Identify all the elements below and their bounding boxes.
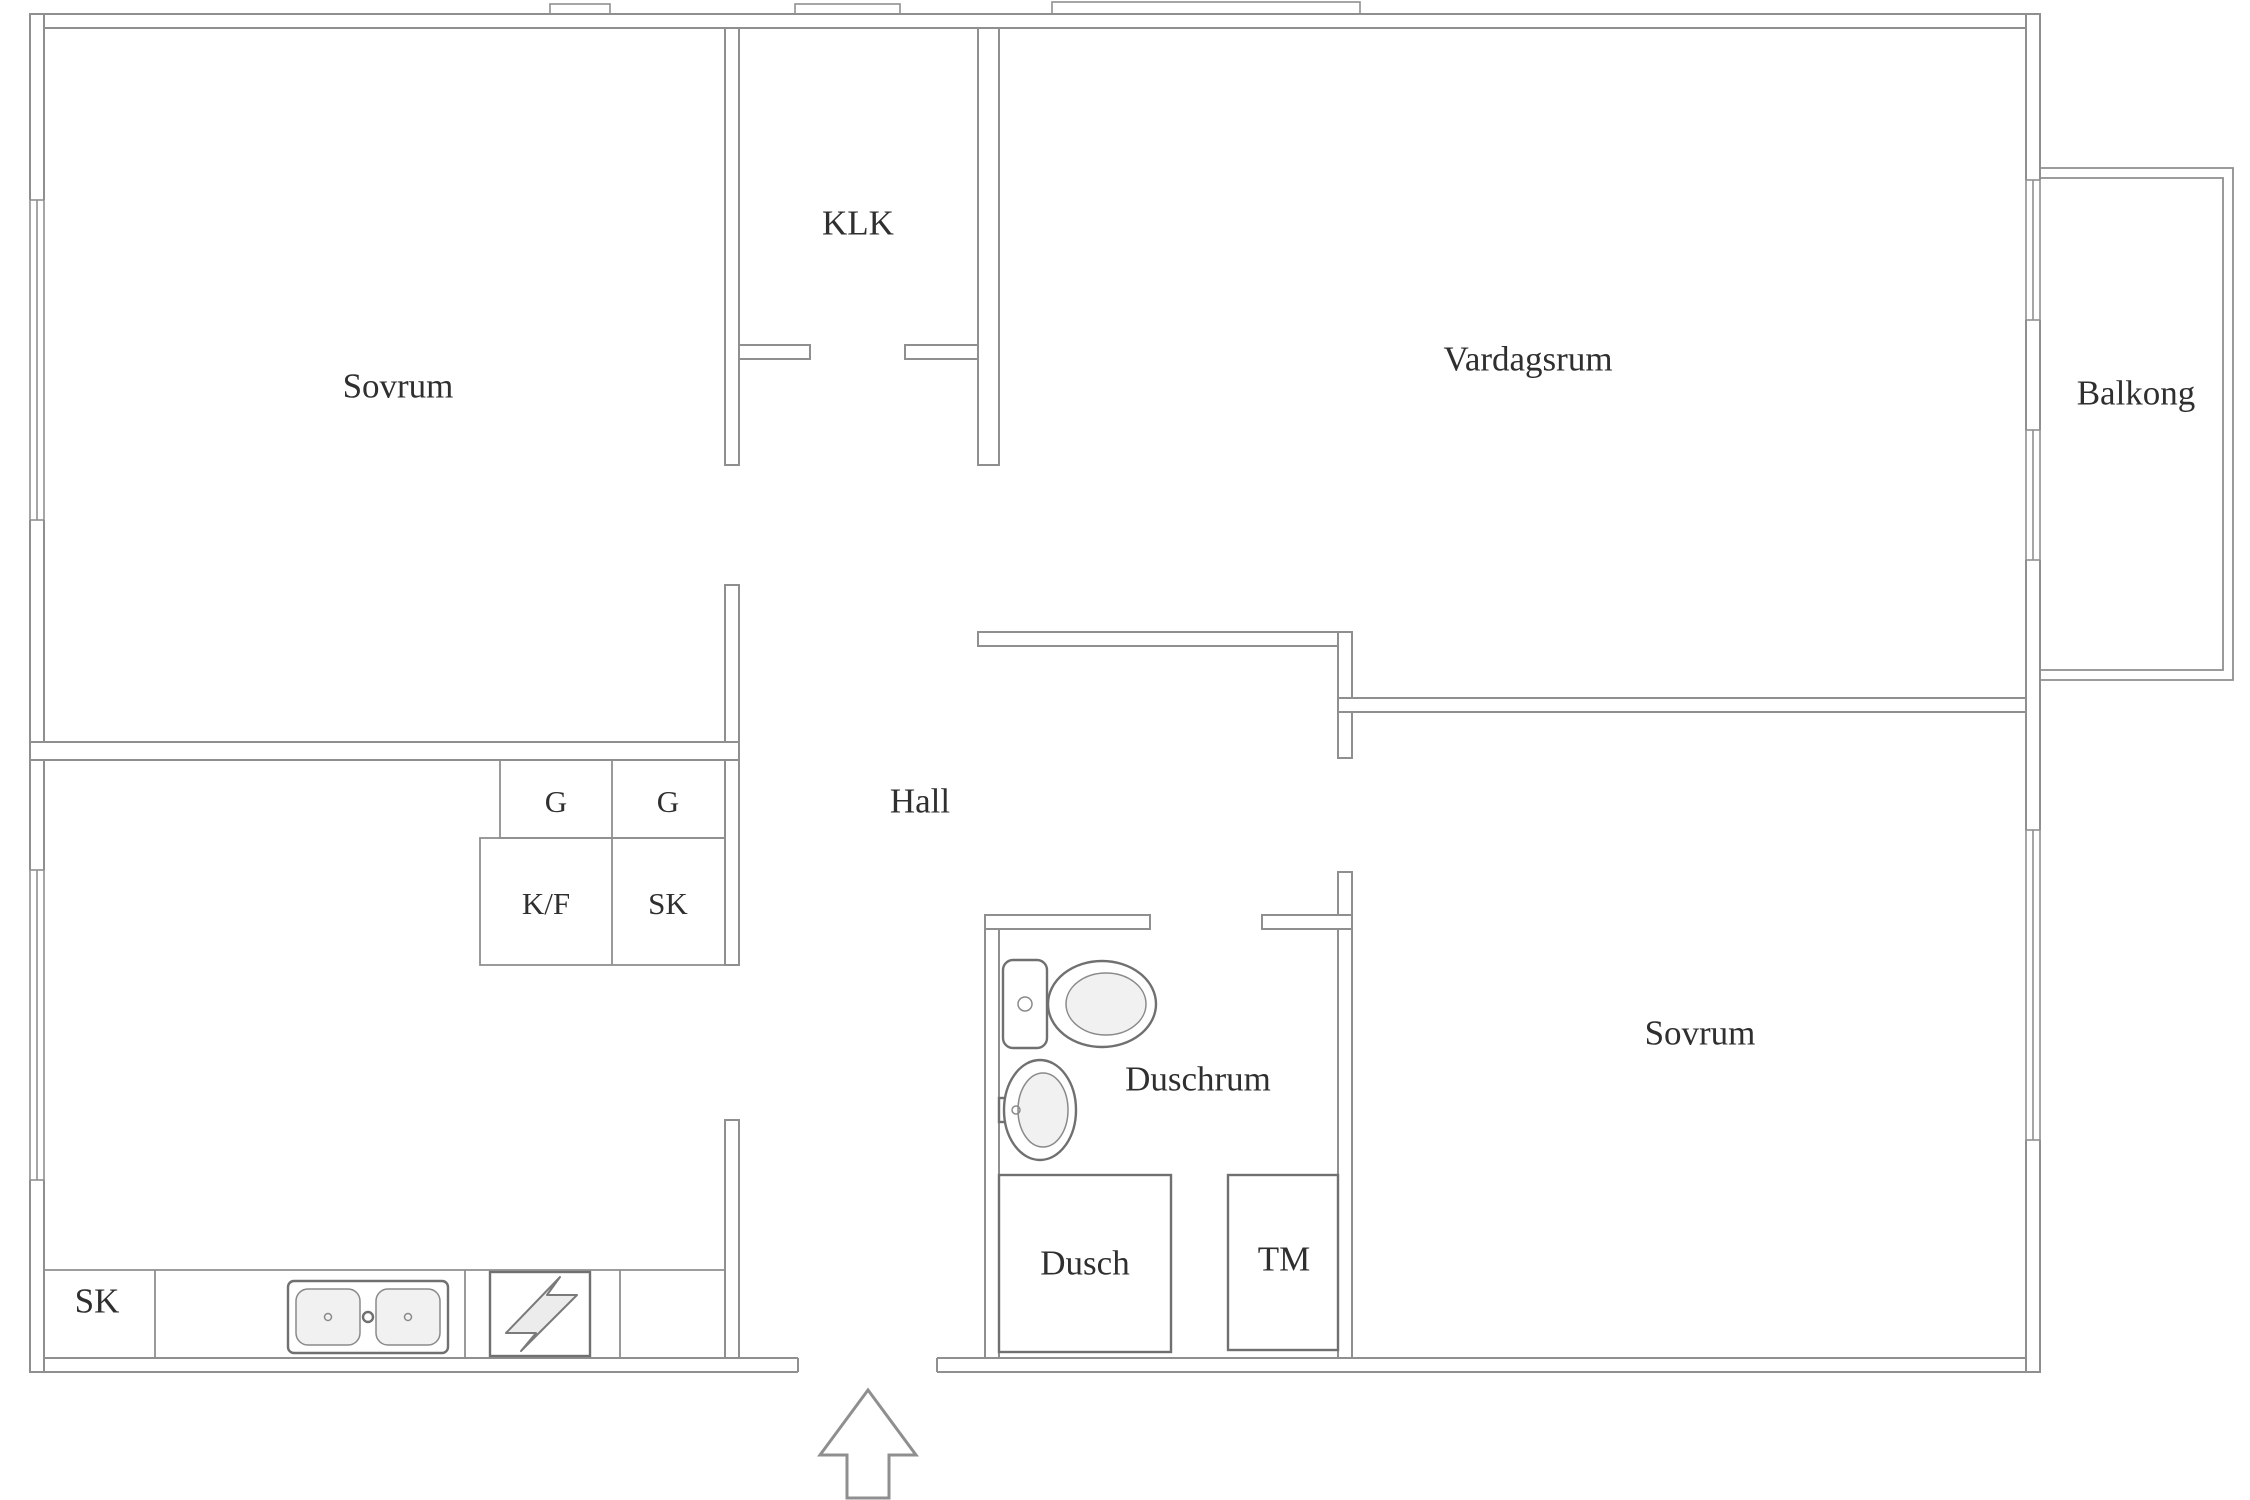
shower-box	[997, 1173, 1173, 1354]
wall-sovrum-bottom	[29, 741, 740, 761]
sink-icon	[997, 1058, 1078, 1162]
closet-label-kf: K/F	[522, 886, 570, 921]
wall-klk-door-jamb-right	[904, 344, 979, 360]
window	[2025, 829, 2041, 1141]
shaft	[1051, 1, 1361, 15]
balcony-door	[2025, 429, 2041, 561]
wall-hall-top	[977, 631, 1353, 647]
wall-klk-left	[724, 27, 740, 466]
closet-label-g1: G	[545, 784, 567, 819]
window	[2025, 179, 2041, 321]
room-label-sovrum-top: Sovrum	[343, 366, 454, 405]
labels: Sovrum KLK Vardagsrum Balkong Hall G G K…	[75, 203, 2196, 1320]
wall-sovrum2-door-stub	[1337, 711, 1353, 759]
wall-duschrum-top-right	[1261, 914, 1353, 930]
balcony-outline	[2040, 167, 2234, 681]
wall-duschrum-top-left	[984, 914, 1151, 930]
windows	[29, 179, 2041, 1181]
room-label-duschrum: Duschrum	[1125, 1059, 1271, 1098]
wall-vardagsrum-bottom	[1337, 697, 2027, 713]
wardrobe-block	[479, 759, 726, 966]
kitchen-sink-icon	[286, 1279, 450, 1355]
wall-hall-left-upper	[724, 584, 740, 966]
room-label-dusch: Dusch	[1040, 1243, 1130, 1282]
wall-bottom	[29, 1357, 2041, 1373]
entry-arrow-icon	[817, 1387, 919, 1500]
shaft	[794, 3, 901, 15]
room-label-sovrum-bottom: Sovrum	[1645, 1013, 1756, 1052]
toilet-icon	[1001, 958, 1158, 1050]
window	[29, 199, 45, 521]
closet-label-g2: G	[657, 784, 679, 819]
interior-walls	[29, 27, 2027, 1359]
wall-hall-left-lower	[724, 1119, 740, 1359]
top-shafts	[549, 1, 1361, 15]
wall-top	[29, 13, 2041, 29]
washing-machine-box	[1226, 1173, 1340, 1352]
room-label-vardagsrum: Vardagsrum	[1443, 339, 1612, 378]
kitchen-counter	[44, 1269, 725, 1358]
room-label-hall: Hall	[890, 781, 951, 820]
wall-duschrum-left	[984, 914, 1000, 1359]
wall-vardagsrum-left	[977, 27, 1000, 466]
stove-lightning-icon	[488, 1270, 592, 1358]
room-label-tm: TM	[1258, 1239, 1311, 1278]
wall-klk-door-jamb-left	[738, 344, 811, 360]
window	[29, 869, 45, 1181]
room-label-klk: KLK	[822, 203, 894, 242]
closet-label-sk-upper: SK	[648, 886, 688, 921]
shaft	[549, 3, 611, 15]
room-label-balkong: Balkong	[2077, 373, 2196, 412]
closet-label-sk-kitchen: SK	[75, 1281, 120, 1320]
wall-sovrum2-left	[1337, 871, 1353, 1359]
exterior-walls	[29, 13, 2041, 1373]
